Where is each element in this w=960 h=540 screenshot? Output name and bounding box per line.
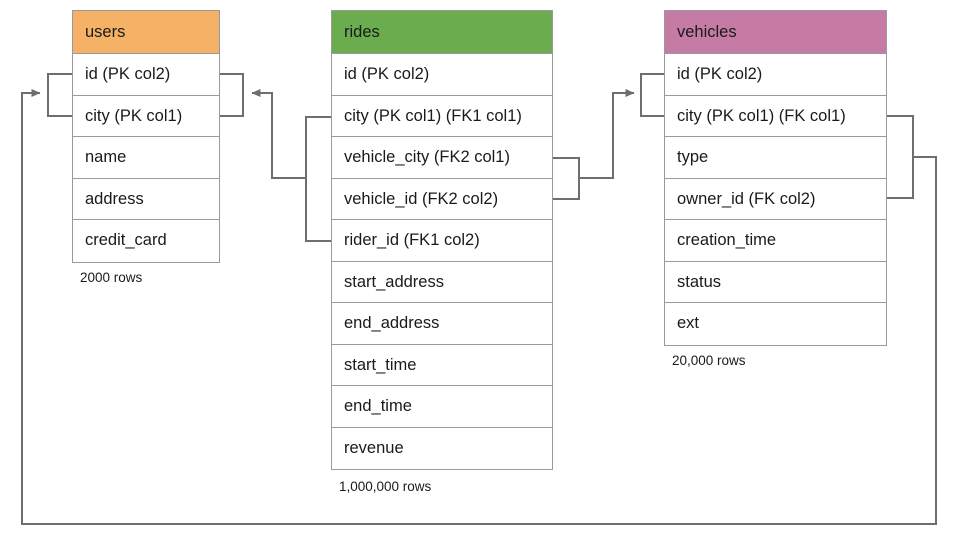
- table-rides-column-city[interactable]: city (PK col1) (FK1 col1): [332, 95, 552, 137]
- table-rides-column-end-time[interactable]: end_time: [332, 386, 552, 428]
- table-users-column-id[interactable]: id (PK col2): [73, 54, 219, 96]
- table-vehicles-column-status[interactable]: status: [665, 261, 886, 303]
- table-users-column-address[interactable]: address: [73, 178, 219, 220]
- table-users-column-credit-card[interactable]: credit_card: [73, 220, 219, 262]
- users-left-bracket: [47, 73, 72, 117]
- table-rides-column-vehicle-city[interactable]: vehicle_city (FK2 col1): [332, 137, 552, 179]
- rides-fk1-bracket: [305, 116, 331, 242]
- table-vehicles-column-owner-id[interactable]: owner_id (FK col2): [665, 178, 886, 220]
- rides-fk1-line: [251, 89, 306, 179]
- table-users-column-city[interactable]: city (PK col1): [73, 95, 219, 137]
- table-users-row-count: 2000 rows: [80, 270, 143, 285]
- users-right-bracket: [220, 73, 244, 117]
- table-users[interactable]: users id (PK col2) city (PK col1) name a…: [72, 10, 220, 263]
- table-users-title: users: [85, 23, 126, 41]
- table-vehicles-column-type[interactable]: type: [665, 137, 886, 179]
- table-vehicles-header: vehicles: [665, 11, 886, 54]
- table-vehicles-column-creation-time[interactable]: creation_time: [665, 220, 886, 262]
- vehicles-left-bracket: [640, 73, 664, 117]
- table-rides-column-id[interactable]: id (PK col2): [332, 54, 552, 96]
- rides-fk2-bracket: [553, 157, 580, 200]
- table-rides-column-start-time[interactable]: start_time: [332, 344, 552, 386]
- table-rides-column-end-address[interactable]: end_address: [332, 303, 552, 345]
- table-users-header: users: [73, 11, 219, 54]
- table-users-column-name[interactable]: name: [73, 137, 219, 179]
- table-vehicles[interactable]: vehicles id (PK col2) city (PK col1) (FK…: [664, 10, 887, 346]
- table-rides-column-revenue[interactable]: revenue: [332, 427, 552, 469]
- table-vehicles-column-ext[interactable]: ext: [665, 303, 886, 345]
- table-rides-row-count: 1,000,000 rows: [339, 479, 432, 494]
- table-rides-column-start-address[interactable]: start_address: [332, 261, 552, 303]
- table-rides[interactable]: rides id (PK col2) city (PK col1) (FK1 c…: [331, 10, 553, 470]
- vehicles-fk-bracket: [887, 115, 914, 199]
- table-rides-column-rider-id[interactable]: rider_id (FK1 col2): [332, 220, 552, 262]
- rides-fk2-line: [579, 89, 635, 179]
- table-rides-title: rides: [344, 23, 380, 41]
- table-vehicles-row-count: 20,000 rows: [672, 353, 746, 368]
- table-vehicles-column-city[interactable]: city (PK col1) (FK col1): [665, 95, 886, 137]
- table-vehicles-title: vehicles: [677, 23, 737, 41]
- vehicles-fk-line: [21, 89, 937, 525]
- table-vehicles-column-id[interactable]: id (PK col2): [665, 54, 886, 96]
- table-rides-header: rides: [332, 11, 552, 54]
- table-rides-column-vehicle-id[interactable]: vehicle_id (FK2 col2): [332, 178, 552, 220]
